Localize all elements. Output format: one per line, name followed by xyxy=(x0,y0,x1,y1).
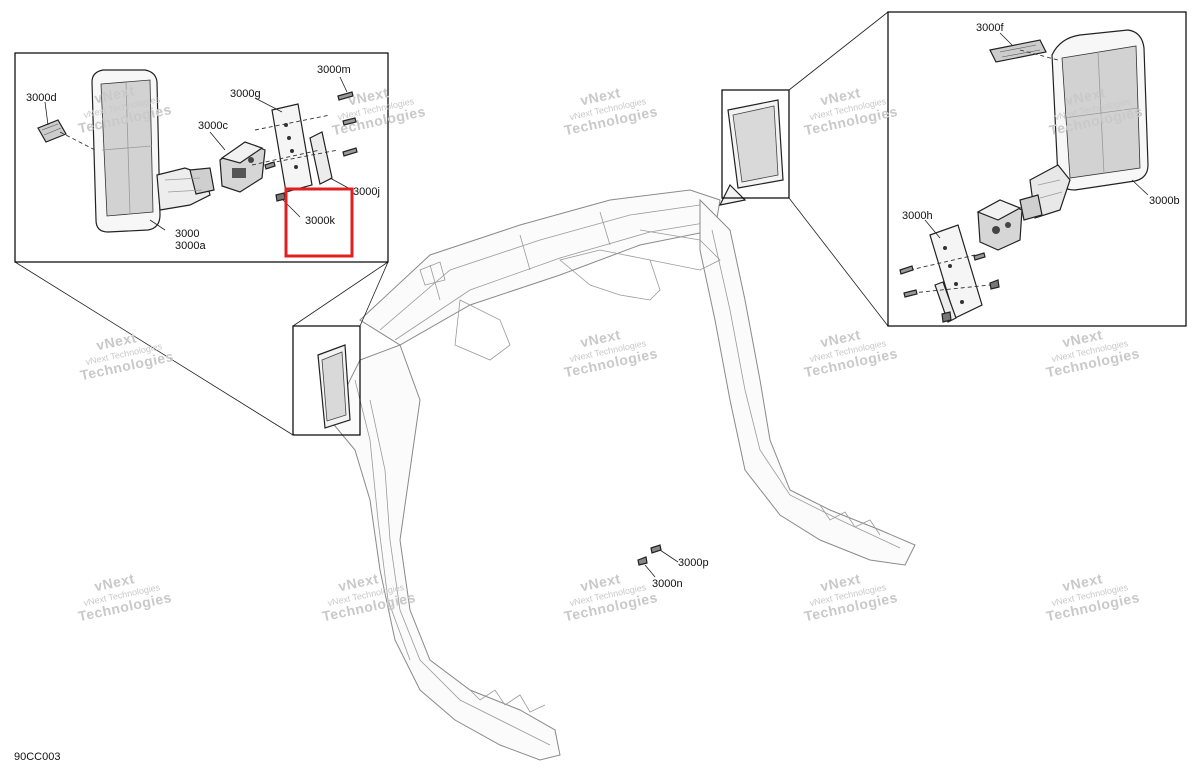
left-mirror-on-frame xyxy=(317,344,351,429)
bracket-3000j xyxy=(309,131,333,185)
watermark: vNext vNext Technologies Technologies xyxy=(79,329,175,383)
fasteners-3000p-3000n: 3000p 3000n xyxy=(637,544,709,590)
callout-3000b: 3000b xyxy=(1149,195,1180,207)
callout-3000m: 3000m xyxy=(317,64,351,76)
watermark: vNext vNext Technologies Technologies xyxy=(803,570,899,624)
watermark: vNext vNext Technologies Technologies xyxy=(1045,326,1141,380)
watermark: vNext vNext Technologies Technologies xyxy=(803,84,899,138)
callout-3000c: 3000c xyxy=(198,120,228,132)
left-detail-box: 3000d 3000g 3000m 3000c 3000j 3000k 3000… xyxy=(14,52,389,263)
right-mirror-on-frame xyxy=(718,99,784,206)
left-zoom-frame xyxy=(292,325,361,436)
bracket-right xyxy=(934,281,957,323)
leader-line xyxy=(788,11,889,91)
callout-3000p: 3000p xyxy=(678,557,709,569)
callout-3000j: 3000j xyxy=(353,186,380,198)
leader-line xyxy=(292,261,389,327)
right-mirror-assembly xyxy=(1019,29,1149,221)
watermark: vNext vNext Technologies Technologies xyxy=(563,84,659,138)
callout-3000g: 3000g xyxy=(230,88,261,100)
leader-line xyxy=(14,261,294,436)
callout-3000f: 3000f xyxy=(976,22,1004,34)
right-detail-box: 3000f 3000h 3000b xyxy=(887,11,1187,327)
callout-3000: 3000 xyxy=(175,228,199,240)
diagram-code: 90CC003 xyxy=(14,751,60,763)
watermark: vNext vNext Technologies Technologies xyxy=(77,570,173,624)
callout-3000d: 3000d xyxy=(26,92,57,104)
right-zoom-frame xyxy=(721,89,790,199)
roll-cage-frame xyxy=(329,189,916,761)
plate-3000h xyxy=(929,224,983,319)
callout-3000k: 3000k xyxy=(305,215,335,227)
watermark: vNext vNext Technologies Technologies xyxy=(563,570,659,624)
watermark: vNext vNext Technologies Technologies xyxy=(803,326,899,380)
watermark: vNext vNext Technologies Technologies xyxy=(563,326,659,380)
screws xyxy=(251,91,358,202)
leader-line xyxy=(359,261,389,327)
clamp-3000c xyxy=(219,141,266,193)
screws-right xyxy=(899,252,1000,323)
plate-3000g xyxy=(271,103,313,193)
pad-3000d xyxy=(37,119,96,151)
callout-3000n: 3000n xyxy=(652,578,683,590)
clamp-right xyxy=(976,199,1023,251)
left-mirror-assembly xyxy=(91,69,215,233)
watermark: vNext vNext Technologies Technologies xyxy=(1045,570,1141,624)
callout-3000a: 3000a xyxy=(175,240,206,252)
highlight-box-3000k[interactable] xyxy=(284,187,354,258)
leader-line xyxy=(788,197,889,327)
pad-3000f xyxy=(989,39,1059,63)
callout-3000h: 3000h xyxy=(902,210,933,222)
